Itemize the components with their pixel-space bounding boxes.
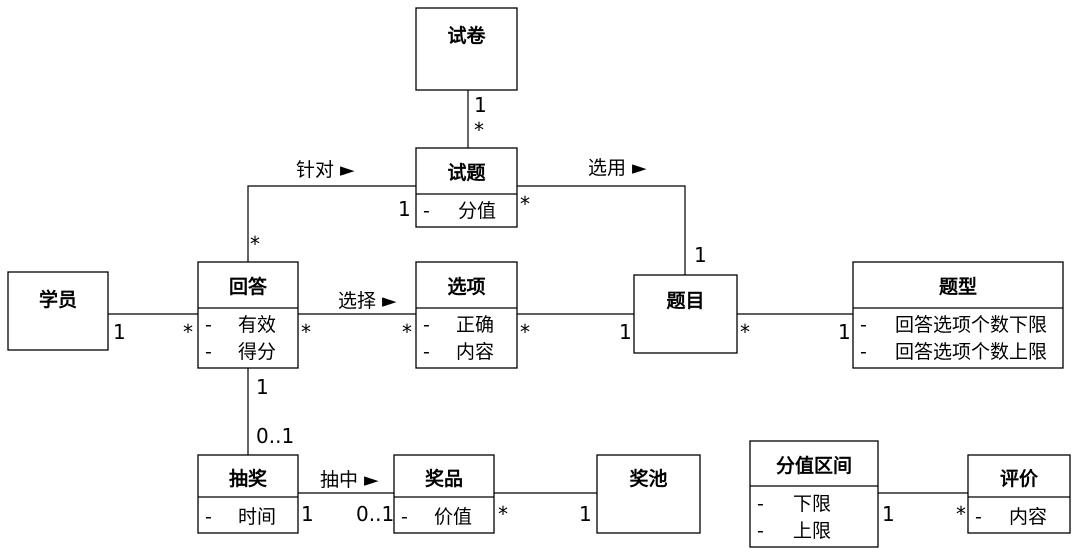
class-jiangpin: 奖品 - 价值: [393, 454, 495, 534]
attr-prefix: -: [860, 314, 867, 336]
class-name: 评价: [1000, 468, 1039, 490]
assoc-label-chouzhong: 抽中 ►: [320, 469, 379, 491]
class-attribute: 得分: [238, 341, 276, 363]
class-name: 回答: [229, 275, 268, 298]
class-attribute: 下限: [793, 493, 831, 515]
assoc-label-xuanze: 选择 ►: [338, 290, 397, 312]
class-jiangchi: 奖池: [596, 454, 701, 534]
class-name: 奖池: [629, 467, 667, 490]
multiplicity: 0..1: [256, 424, 294, 448]
multiplicity: 1: [838, 320, 851, 344]
attr-prefix: -: [757, 493, 764, 515]
multiplicity: 0..1: [356, 502, 394, 526]
class-name: 选项: [447, 276, 485, 298]
class-huida: 回答 - 有效 - 得分: [197, 261, 299, 369]
class-attribute: 分值: [458, 200, 496, 222]
multiplicity: 1: [113, 320, 126, 344]
multiplicity: *: [520, 320, 530, 344]
multiplicity: *: [183, 320, 193, 344]
class-fenzhiqujian: 分值区间 - 下限 - 上限: [749, 440, 879, 548]
class-name: 分值区间: [776, 454, 852, 477]
class-shijuan: 试卷: [415, 7, 518, 91]
multiplicity: 1: [398, 197, 411, 221]
multiplicity: 1: [619, 320, 632, 344]
attr-prefix: -: [205, 506, 212, 528]
class-name: 题型: [939, 275, 977, 298]
class-xueyuan: 学员: [7, 271, 109, 351]
class-tixing: 题型 - 回答选项个数下限 - 回答选项个数上限: [852, 261, 1064, 369]
attr-prefix: -: [423, 200, 430, 222]
class-timu: 题目: [633, 274, 738, 354]
class-attribute: 上限: [793, 520, 831, 542]
multiplicity: *: [520, 192, 530, 216]
class-name: 奖品: [425, 467, 463, 490]
multiplicity: *: [301, 320, 311, 344]
assoc-shiti-timu: [517, 185, 686, 275]
class-attribute: 内容: [1009, 506, 1047, 528]
multiplicity: 1: [694, 243, 707, 267]
multiplicity: 1: [579, 502, 592, 526]
attr-prefix: -: [401, 506, 408, 528]
class-xuanxiang: 选项 - 正确 - 内容: [415, 261, 518, 369]
class-shiti: 试题 - 分值: [415, 147, 518, 228]
multiplicity: 1: [882, 502, 895, 526]
class-name: 题目: [666, 290, 704, 312]
class-attribute: 正确: [456, 314, 494, 336]
class-name: 学员: [39, 288, 77, 311]
class-pingjia: 评价 - 内容: [967, 454, 1071, 534]
multiplicity: *: [956, 502, 966, 526]
class-attribute: 回答选项个数下限: [895, 314, 1047, 336]
class-choujiang: 抽奖 - 时间: [197, 454, 299, 534]
class-name: 抽奖: [229, 467, 268, 490]
class-attribute: 有效: [238, 314, 276, 336]
multiplicity: *: [250, 232, 260, 256]
attr-prefix: -: [423, 341, 430, 363]
class-name: 试卷: [447, 24, 486, 47]
attr-prefix: -: [423, 314, 430, 336]
attr-prefix: -: [757, 520, 764, 542]
multiplicity: 1: [256, 375, 269, 399]
attr-prefix: -: [205, 341, 212, 363]
attr-prefix: -: [975, 506, 982, 528]
assoc-huida-shiti: [247, 185, 416, 262]
multiplicity: *: [474, 118, 484, 142]
attr-prefix: -: [860, 341, 867, 363]
assoc-label-xuanyong: 选用 ►: [588, 157, 647, 179]
multiplicity: *: [498, 502, 508, 526]
multiplicity: *: [402, 320, 412, 344]
class-attribute: 时间: [238, 506, 276, 528]
multiplicity: *: [740, 320, 750, 344]
attr-prefix: -: [205, 314, 212, 336]
class-attribute: 价值: [434, 506, 472, 528]
assoc-label-zhendui: 针对 ►: [296, 159, 355, 181]
multiplicity: 1: [474, 93, 487, 117]
class-attribute: 回答选项个数上限: [895, 341, 1047, 363]
class-name: 试题: [447, 162, 485, 184]
class-attribute: 内容: [456, 341, 494, 363]
multiplicity: 1: [301, 502, 314, 526]
